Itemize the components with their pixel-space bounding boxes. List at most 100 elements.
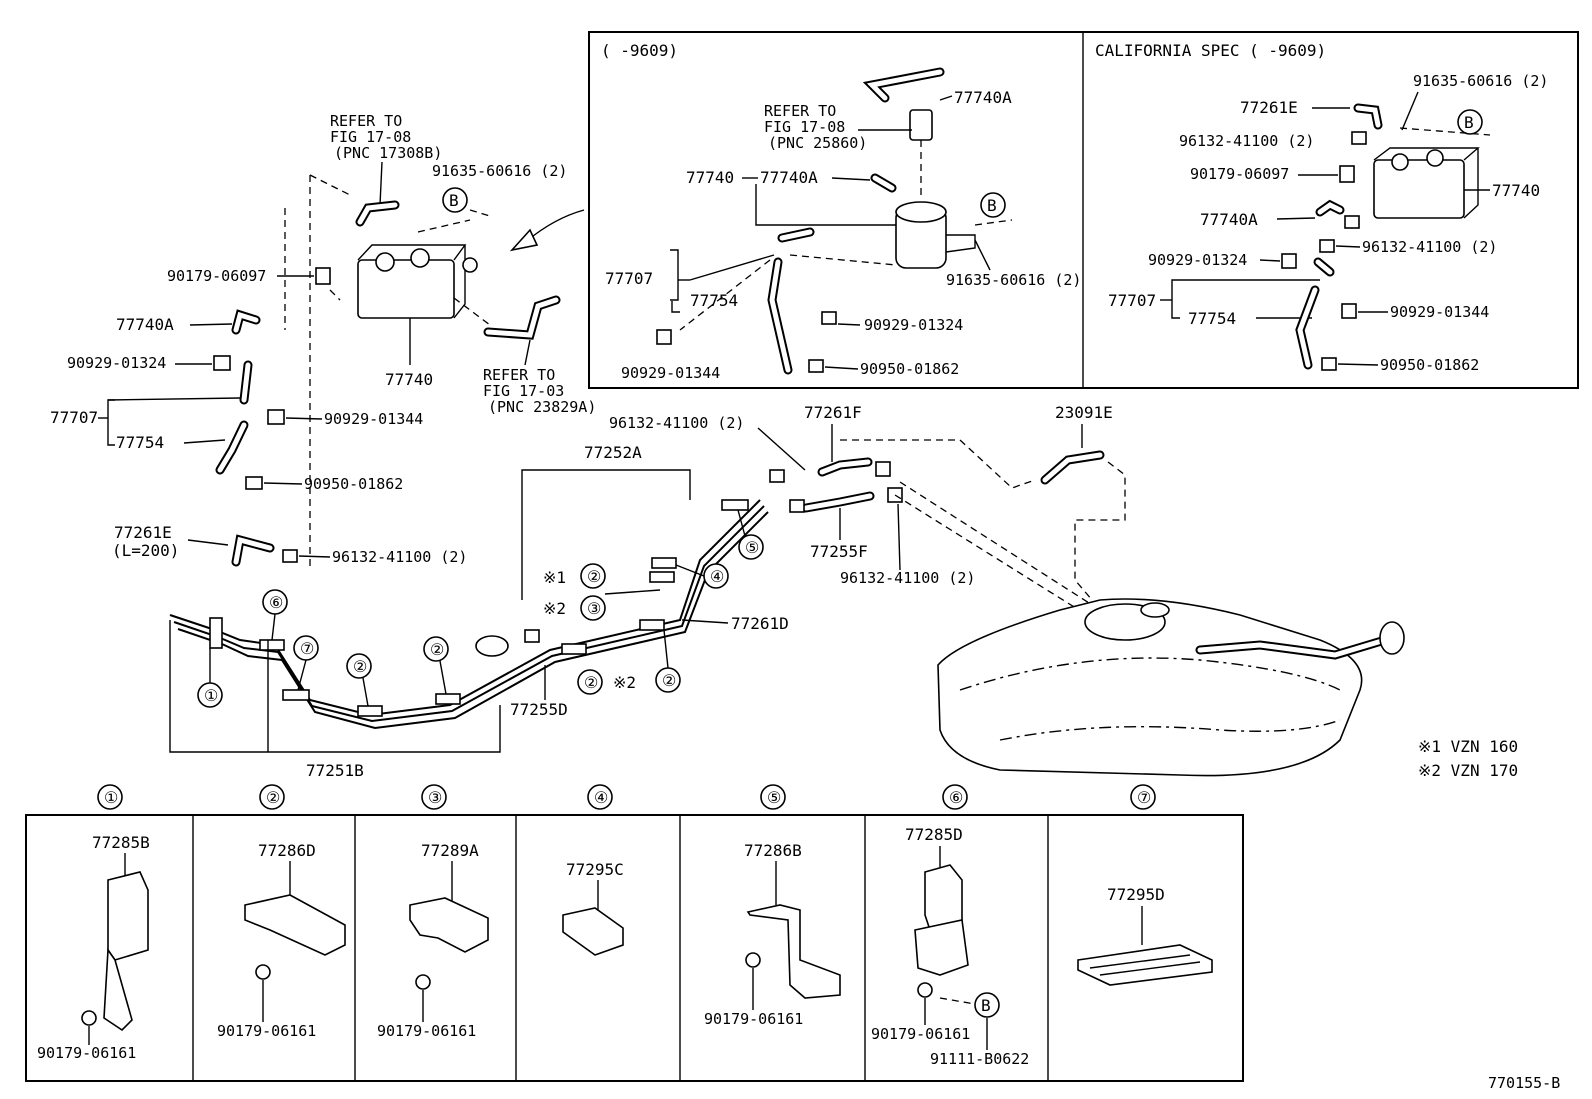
svg-text:B: B <box>449 191 459 210</box>
svg-text:91111-B0622: 91111-B0622 <box>930 1050 1029 1068</box>
svg-text:96132-41100 (2): 96132-41100 (2) <box>840 569 975 587</box>
main-b-mark <box>442 187 468 213</box>
svg-text:②: ② <box>584 673 598 692</box>
svg-text:77740A: 77740A <box>760 168 818 187</box>
svg-text:96132-41100 (2): 96132-41100 (2) <box>332 548 467 566</box>
svg-text:90179-06161: 90179-06161 <box>871 1025 970 1043</box>
svg-text:77286B: 77286B <box>744 841 802 860</box>
svg-text:77261E: 77261E <box>114 523 172 542</box>
figure-id: 770155-B <box>1488 1074 1560 1092</box>
svg-text:⑦: ⑦ <box>300 639 314 658</box>
svg-text:91635-60616 (2): 91635-60616 (2) <box>1413 72 1548 90</box>
inset-right-canister <box>1373 159 1465 219</box>
svg-text:77286D: 77286D <box>258 841 316 860</box>
svg-text:②: ② <box>353 657 367 676</box>
svg-text:⑤: ⑤ <box>767 788 781 807</box>
svg-text:77754: 77754 <box>690 291 738 310</box>
svg-text:90929-01344: 90929-01344 <box>1390 303 1489 321</box>
pipe-callouts: ① ⑥ ⑦ ② ② ※1 ② ※2 ③ ④ ⑤ ② ※2 ② <box>197 509 764 708</box>
inset-left-77740A-top: 77740A <box>954 88 1012 107</box>
svg-text:B: B <box>1464 113 1474 132</box>
svg-text:FIG 17-08: FIG 17-08 <box>330 128 411 146</box>
main-fuel-lines <box>169 499 769 730</box>
inset-left-b-mark <box>980 192 1006 218</box>
svg-text:REFER TO: REFER TO <box>764 102 836 120</box>
svg-text:B: B <box>981 996 991 1015</box>
svg-text:90929-01324: 90929-01324 <box>1148 251 1247 269</box>
svg-text:※1: ※1 <box>543 568 566 587</box>
svg-text:90929-01324: 90929-01324 <box>864 316 963 334</box>
svg-text:77707: 77707 <box>605 269 653 288</box>
svg-text:77289A: 77289A <box>421 841 479 860</box>
svg-text:96132-41100 (2): 96132-41100 (2) <box>609 414 744 432</box>
svg-text:①: ① <box>104 788 118 807</box>
svg-text:77707: 77707 <box>50 408 98 427</box>
svg-text:77251B: 77251B <box>306 761 364 780</box>
svg-text:96132-41100 (2): 96132-41100 (2) <box>1179 132 1314 150</box>
svg-text:77295D: 77295D <box>1107 885 1165 904</box>
svg-text:90179-06161: 90179-06161 <box>37 1044 136 1062</box>
svg-text:91635-60616 (2): 91635-60616 (2) <box>432 162 567 180</box>
svg-text:90950-01862: 90950-01862 <box>860 360 959 378</box>
svg-text:②: ② <box>266 788 280 807</box>
svg-text:FIG 17-03: FIG 17-03 <box>483 382 564 400</box>
svg-text:⑥: ⑥ <box>269 593 283 612</box>
svg-text:90929-01344: 90929-01344 <box>324 410 423 428</box>
svg-text:90179-06097: 90179-06097 <box>167 267 266 285</box>
svg-text:①: ① <box>204 686 218 705</box>
svg-text:77261F: 77261F <box>804 403 862 422</box>
svg-text:(PNC 23829A): (PNC 23829A) <box>488 398 596 416</box>
svg-text:④: ④ <box>710 567 724 586</box>
svg-text:77255F: 77255F <box>810 542 868 561</box>
svg-text:②: ② <box>662 671 676 690</box>
svg-text:90929-01344: 90929-01344 <box>621 364 720 382</box>
svg-text:FIG 17-08: FIG 17-08 <box>764 118 845 136</box>
svg-text:77261E: 77261E <box>1240 98 1298 117</box>
svg-text:(PNC 17308B): (PNC 17308B) <box>334 144 442 162</box>
clamp-table: ① ② ③ ④ ⑤ ⑥ ⑦ 77285B 90179-06161 77286D … <box>25 784 1244 1082</box>
svg-text:91635-60616 (2): 91635-60616 (2) <box>946 271 1081 289</box>
svg-text:77740: 77740 <box>385 370 433 389</box>
svg-text:⑦: ⑦ <box>1137 788 1151 807</box>
svg-text:77740A: 77740A <box>116 315 174 334</box>
svg-text:※2: ※2 <box>543 599 566 618</box>
main-canister-77740 <box>357 259 455 319</box>
svg-text:③: ③ <box>587 599 601 618</box>
svg-text:77754: 77754 <box>1188 309 1236 328</box>
svg-text:90950-01862: 90950-01862 <box>304 475 403 493</box>
svg-text:③: ③ <box>428 788 442 807</box>
fuel-tank <box>937 598 1405 777</box>
svg-text:(PNC 25860): (PNC 25860) <box>768 134 867 152</box>
svg-text:REFER TO: REFER TO <box>330 112 402 130</box>
svg-text:77740: 77740 <box>686 168 734 187</box>
svg-text:77740: 77740 <box>1492 181 1540 200</box>
svg-text:90179-06161: 90179-06161 <box>377 1022 476 1040</box>
svg-text:77285D: 77285D <box>905 825 963 844</box>
note-vzn160: ※1 VZN 160 <box>1418 737 1518 756</box>
svg-text:(L=200): (L=200) <box>112 541 179 560</box>
svg-text:⑤: ⑤ <box>745 538 759 557</box>
inset-right-title: CALIFORNIA SPEC ( -9609) <box>1095 41 1326 60</box>
svg-text:B: B <box>987 196 997 215</box>
svg-text:77261D: 77261D <box>731 614 789 633</box>
svg-text:77285B: 77285B <box>92 833 150 852</box>
svg-text:77252A: 77252A <box>584 443 642 462</box>
svg-text:90179-06097: 90179-06097 <box>1190 165 1289 183</box>
svg-text:④: ④ <box>594 788 608 807</box>
svg-text:96132-41100 (2): 96132-41100 (2) <box>1362 238 1497 256</box>
note-vzn170: ※2 VZN 170 <box>1418 761 1518 780</box>
svg-text:REFER TO: REFER TO <box>483 366 555 384</box>
svg-text:77754: 77754 <box>116 433 164 452</box>
svg-text:90179-06161: 90179-06161 <box>217 1022 316 1040</box>
svg-text:②: ② <box>587 567 601 586</box>
inset-left-title: ( -9609) <box>601 41 678 60</box>
svg-text:77707: 77707 <box>1108 291 1156 310</box>
svg-text:⑥: ⑥ <box>949 788 963 807</box>
svg-text:※2: ※2 <box>613 673 636 692</box>
svg-text:77255D: 77255D <box>510 700 568 719</box>
svg-text:②: ② <box>430 640 444 659</box>
svg-text:90179-06161: 90179-06161 <box>704 1010 803 1028</box>
svg-text:90929-01324: 90929-01324 <box>67 354 166 372</box>
